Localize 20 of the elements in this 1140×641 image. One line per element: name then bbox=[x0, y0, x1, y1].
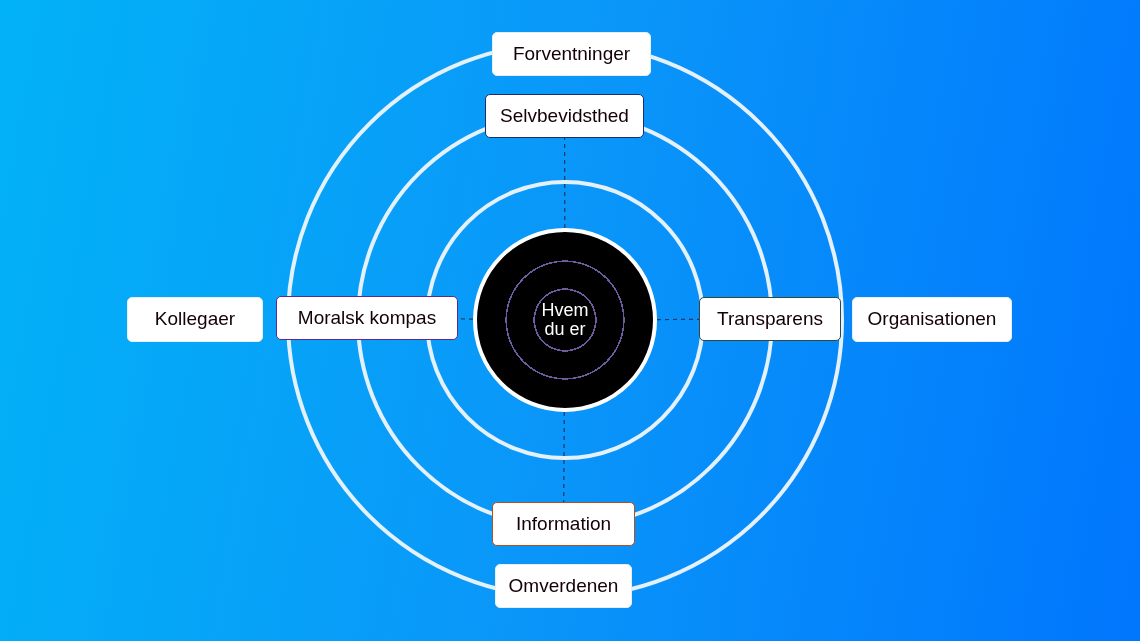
dashed-line bbox=[563, 411, 565, 503]
label-box bbox=[485, 94, 644, 138]
node-label: Transparens bbox=[717, 308, 823, 330]
node-label: Forventninger bbox=[512, 43, 631, 65]
node-label: Omverdenen bbox=[508, 575, 619, 597]
dashed-line bbox=[564, 137, 566, 229]
node-label: Kollegaer bbox=[154, 309, 236, 330]
label-box bbox=[699, 297, 841, 341]
label-box bbox=[276, 296, 458, 340]
node-label: Organisationen bbox=[867, 309, 997, 330]
node-label: Selvbevidsthed bbox=[500, 105, 629, 127]
node-label: Moralsk kompas bbox=[297, 307, 437, 329]
center-label: Hvem du er bbox=[540, 301, 590, 339]
node-label: Information bbox=[515, 513, 611, 535]
label-box bbox=[852, 297, 1012, 342]
label-box bbox=[127, 297, 263, 342]
label-box bbox=[492, 32, 651, 76]
label-box bbox=[495, 564, 632, 608]
dashed-line bbox=[656, 318, 700, 321]
label-box bbox=[492, 502, 635, 546]
